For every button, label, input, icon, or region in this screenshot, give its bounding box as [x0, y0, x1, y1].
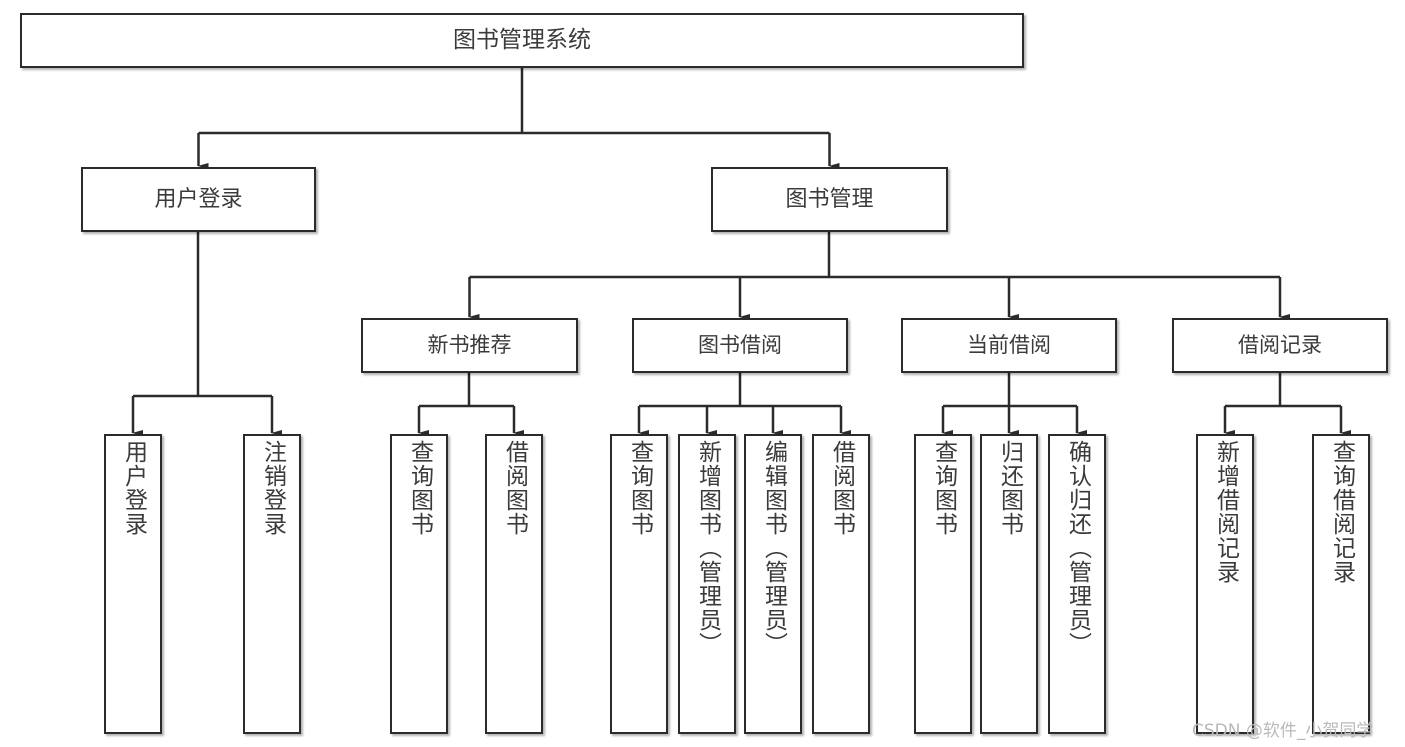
node-label-leaf-bo-add: 新增图书（管理员） [694, 440, 721, 656]
node-label-leaf-nb-query: 查询图书 [406, 440, 433, 536]
node-leaf-user-login[interactable]: 用户登录 [104, 434, 162, 734]
node-label-newbook: 新书推荐 [427, 333, 512, 358]
node-records[interactable]: 借阅记录 [1172, 318, 1388, 373]
node-root[interactable]: 图书管理系统 [20, 13, 1024, 68]
node-leaf-bo-add[interactable]: 新增图书（管理员） [678, 434, 736, 734]
node-label-leaf-cu-confirm: 确认归还（管理员） [1064, 440, 1091, 656]
node-label-leaf-nb-borrow: 借阅图书 [501, 440, 528, 536]
node-leaf-rc-query[interactable]: 查询借阅记录 [1312, 434, 1370, 734]
node-label-leaf-rc-add: 新增借阅记录 [1212, 440, 1239, 584]
node-label-current: 当前借阅 [967, 333, 1051, 358]
csdn-watermark: CSDN @软件_小贺同学 [1192, 721, 1374, 741]
node-label-leaf-bo-query: 查询图书 [626, 440, 653, 536]
node-label-bookmgmt: 图书管理 [785, 186, 874, 212]
node-leaf-bo-query[interactable]: 查询图书 [610, 434, 668, 734]
node-current[interactable]: 当前借阅 [901, 318, 1117, 373]
node-leaf-cu-return[interactable]: 归还图书 [980, 434, 1038, 734]
node-leaf-bo-borrow[interactable]: 借阅图书 [812, 434, 870, 734]
node-label-root: 图书管理系统 [453, 27, 591, 54]
node-login[interactable]: 用户登录 [81, 167, 316, 232]
node-label-leaf-user-logout: 注销登录 [259, 440, 286, 536]
node-label-records: 借阅记录 [1238, 333, 1322, 358]
node-leaf-cu-query[interactable]: 查询图书 [914, 434, 972, 734]
node-leaf-rc-add[interactable]: 新增借阅记录 [1196, 434, 1254, 734]
node-leaf-cu-confirm[interactable]: 确认归还（管理员） [1048, 434, 1106, 734]
node-label-leaf-rc-query: 查询借阅记录 [1328, 440, 1355, 584]
node-leaf-bo-edit[interactable]: 编辑图书（管理员） [744, 434, 802, 734]
node-leaf-nb-borrow[interactable]: 借阅图书 [485, 434, 543, 734]
node-label-leaf-bo-edit: 编辑图书（管理员） [760, 440, 787, 656]
node-leaf-nb-query[interactable]: 查询图书 [390, 434, 448, 734]
node-label-leaf-bo-borrow: 借阅图书 [828, 440, 855, 536]
node-label-login: 用户登录 [154, 186, 243, 212]
node-label-borrow: 图书借阅 [698, 333, 782, 358]
edge-group [131, 68, 1351, 436]
node-newbook[interactable]: 新书推荐 [361, 318, 578, 373]
node-label-leaf-cu-query: 查询图书 [930, 440, 957, 536]
node-leaf-user-logout[interactable]: 注销登录 [243, 434, 301, 734]
node-bookmgmt[interactable]: 图书管理 [711, 167, 948, 232]
node-label-leaf-cu-return: 归还图书 [996, 440, 1023, 536]
node-borrow[interactable]: 图书借阅 [632, 318, 848, 373]
node-label-leaf-user-login: 用户登录 [120, 440, 147, 536]
